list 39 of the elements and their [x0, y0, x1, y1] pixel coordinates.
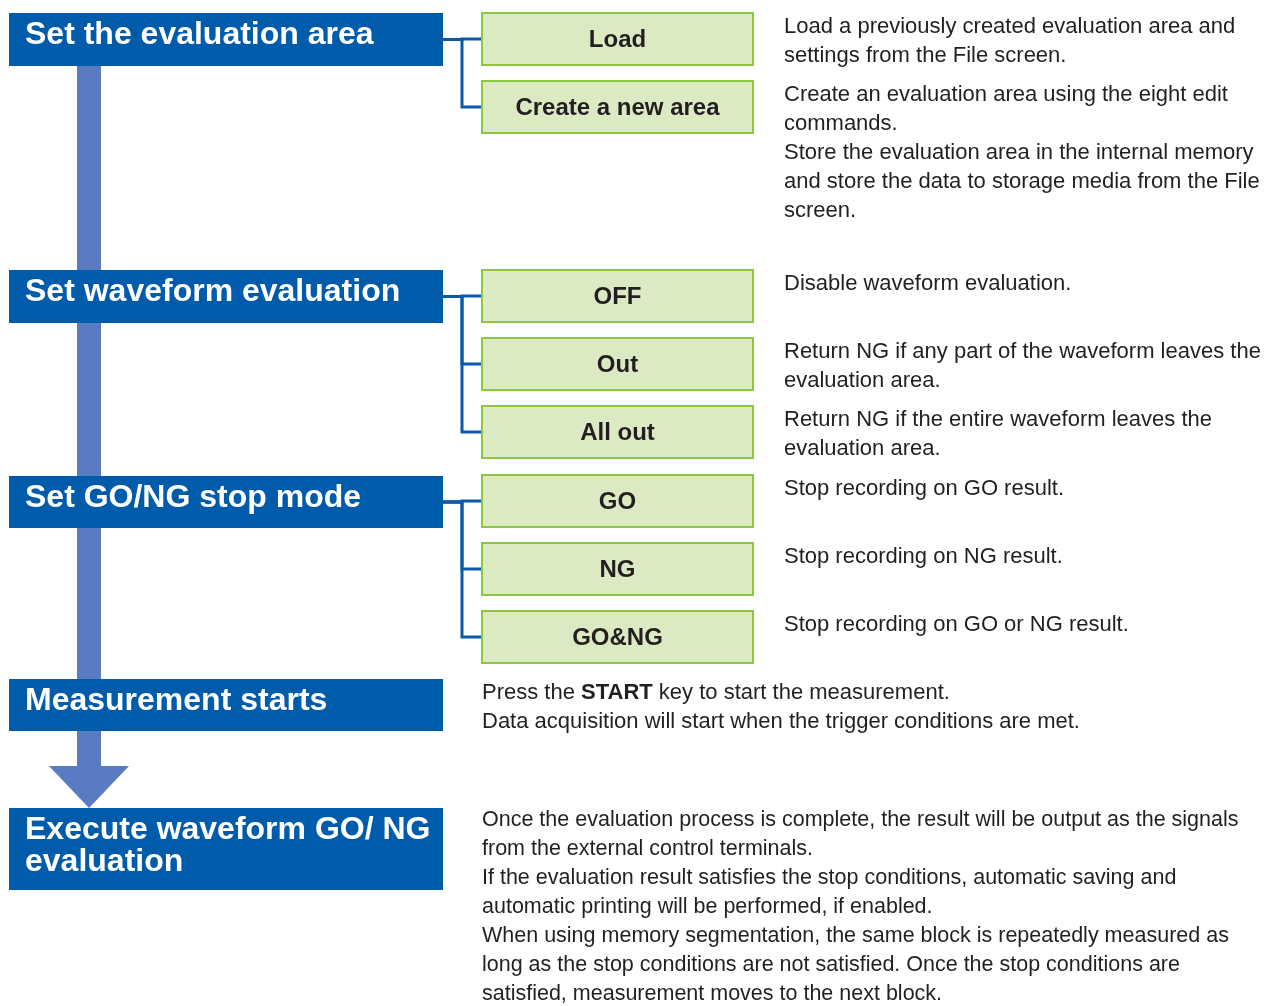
- description-text: and store the data to storage media from the File screen.: [784, 167, 1261, 224]
- step-title: Execute waveform GO/ NG evaluation: [24, 809, 432, 876]
- option-box: GO: [481, 474, 754, 528]
- description-text: Return NG if any part of the waveform leaves the evaluation area.: [784, 337, 1262, 394]
- bracket-connector: [443, 295, 481, 434]
- description-text: Disable waveform evaluation.: [784, 269, 1073, 297]
- description-text: Store the evaluation area in the internal memory: [784, 138, 1255, 166]
- option-box: NG: [481, 542, 754, 596]
- step-title: Set GO/NG stop mode: [24, 477, 363, 512]
- bracket-connector: [443, 38, 481, 109]
- option-box: Out: [481, 337, 754, 391]
- step-band: [9, 13, 443, 66]
- description-text: Stop recording on NG result.: [784, 542, 1064, 570]
- step-band: [9, 476, 443, 528]
- step-title: Set the evaluation area: [24, 14, 375, 49]
- description-text: If the evaluation result satisfies the stop conditions, automatic saving and automatic printing will be performed, if enabled.: [482, 864, 1178, 920]
- description-text: Stop recording on GO or NG result.: [784, 610, 1130, 638]
- step-title: Measurement starts: [24, 680, 329, 715]
- option-box: OFF: [481, 269, 754, 323]
- flow-arrow: [49, 731, 129, 808]
- description-text: Create an evaluation area using the eight edit commands.: [784, 80, 1229, 137]
- option-box: Create a new area: [481, 80, 754, 134]
- option-box: All out: [481, 405, 754, 459]
- bracket-connector: [443, 500, 481, 639]
- description-text: When using memory segmentation, the same block is repeatedly measured as long as the stop conditions are not satisfied. Once the stop conditions are satisfied, measurement moves to the next block.: [482, 922, 1230, 1006]
- step-band: [9, 808, 443, 890]
- description-text: Data acquisition will start when the trigger conditions are met.: [482, 707, 1081, 735]
- flow-bar: [77, 66, 101, 270]
- flow-bar: [77, 323, 101, 476]
- description-text: Once the evaluation process is complete, the result will be output as the signals from the external control terminals.: [482, 806, 1240, 862]
- description-text: Press the START key to start the measurement.: [482, 678, 951, 706]
- description-text: Return NG if the entire waveform leaves the evaluation area.: [784, 405, 1213, 462]
- description-text: Load a previously created evaluation area and settings from the File screen.: [784, 12, 1237, 69]
- option-box: Load: [481, 12, 754, 66]
- step-title: Set waveform evaluation: [24, 271, 402, 306]
- step-band: [9, 270, 443, 323]
- description-text: Stop recording on GO result.: [784, 474, 1066, 502]
- option-box: GO&NG: [481, 610, 754, 664]
- step-band: [9, 679, 443, 731]
